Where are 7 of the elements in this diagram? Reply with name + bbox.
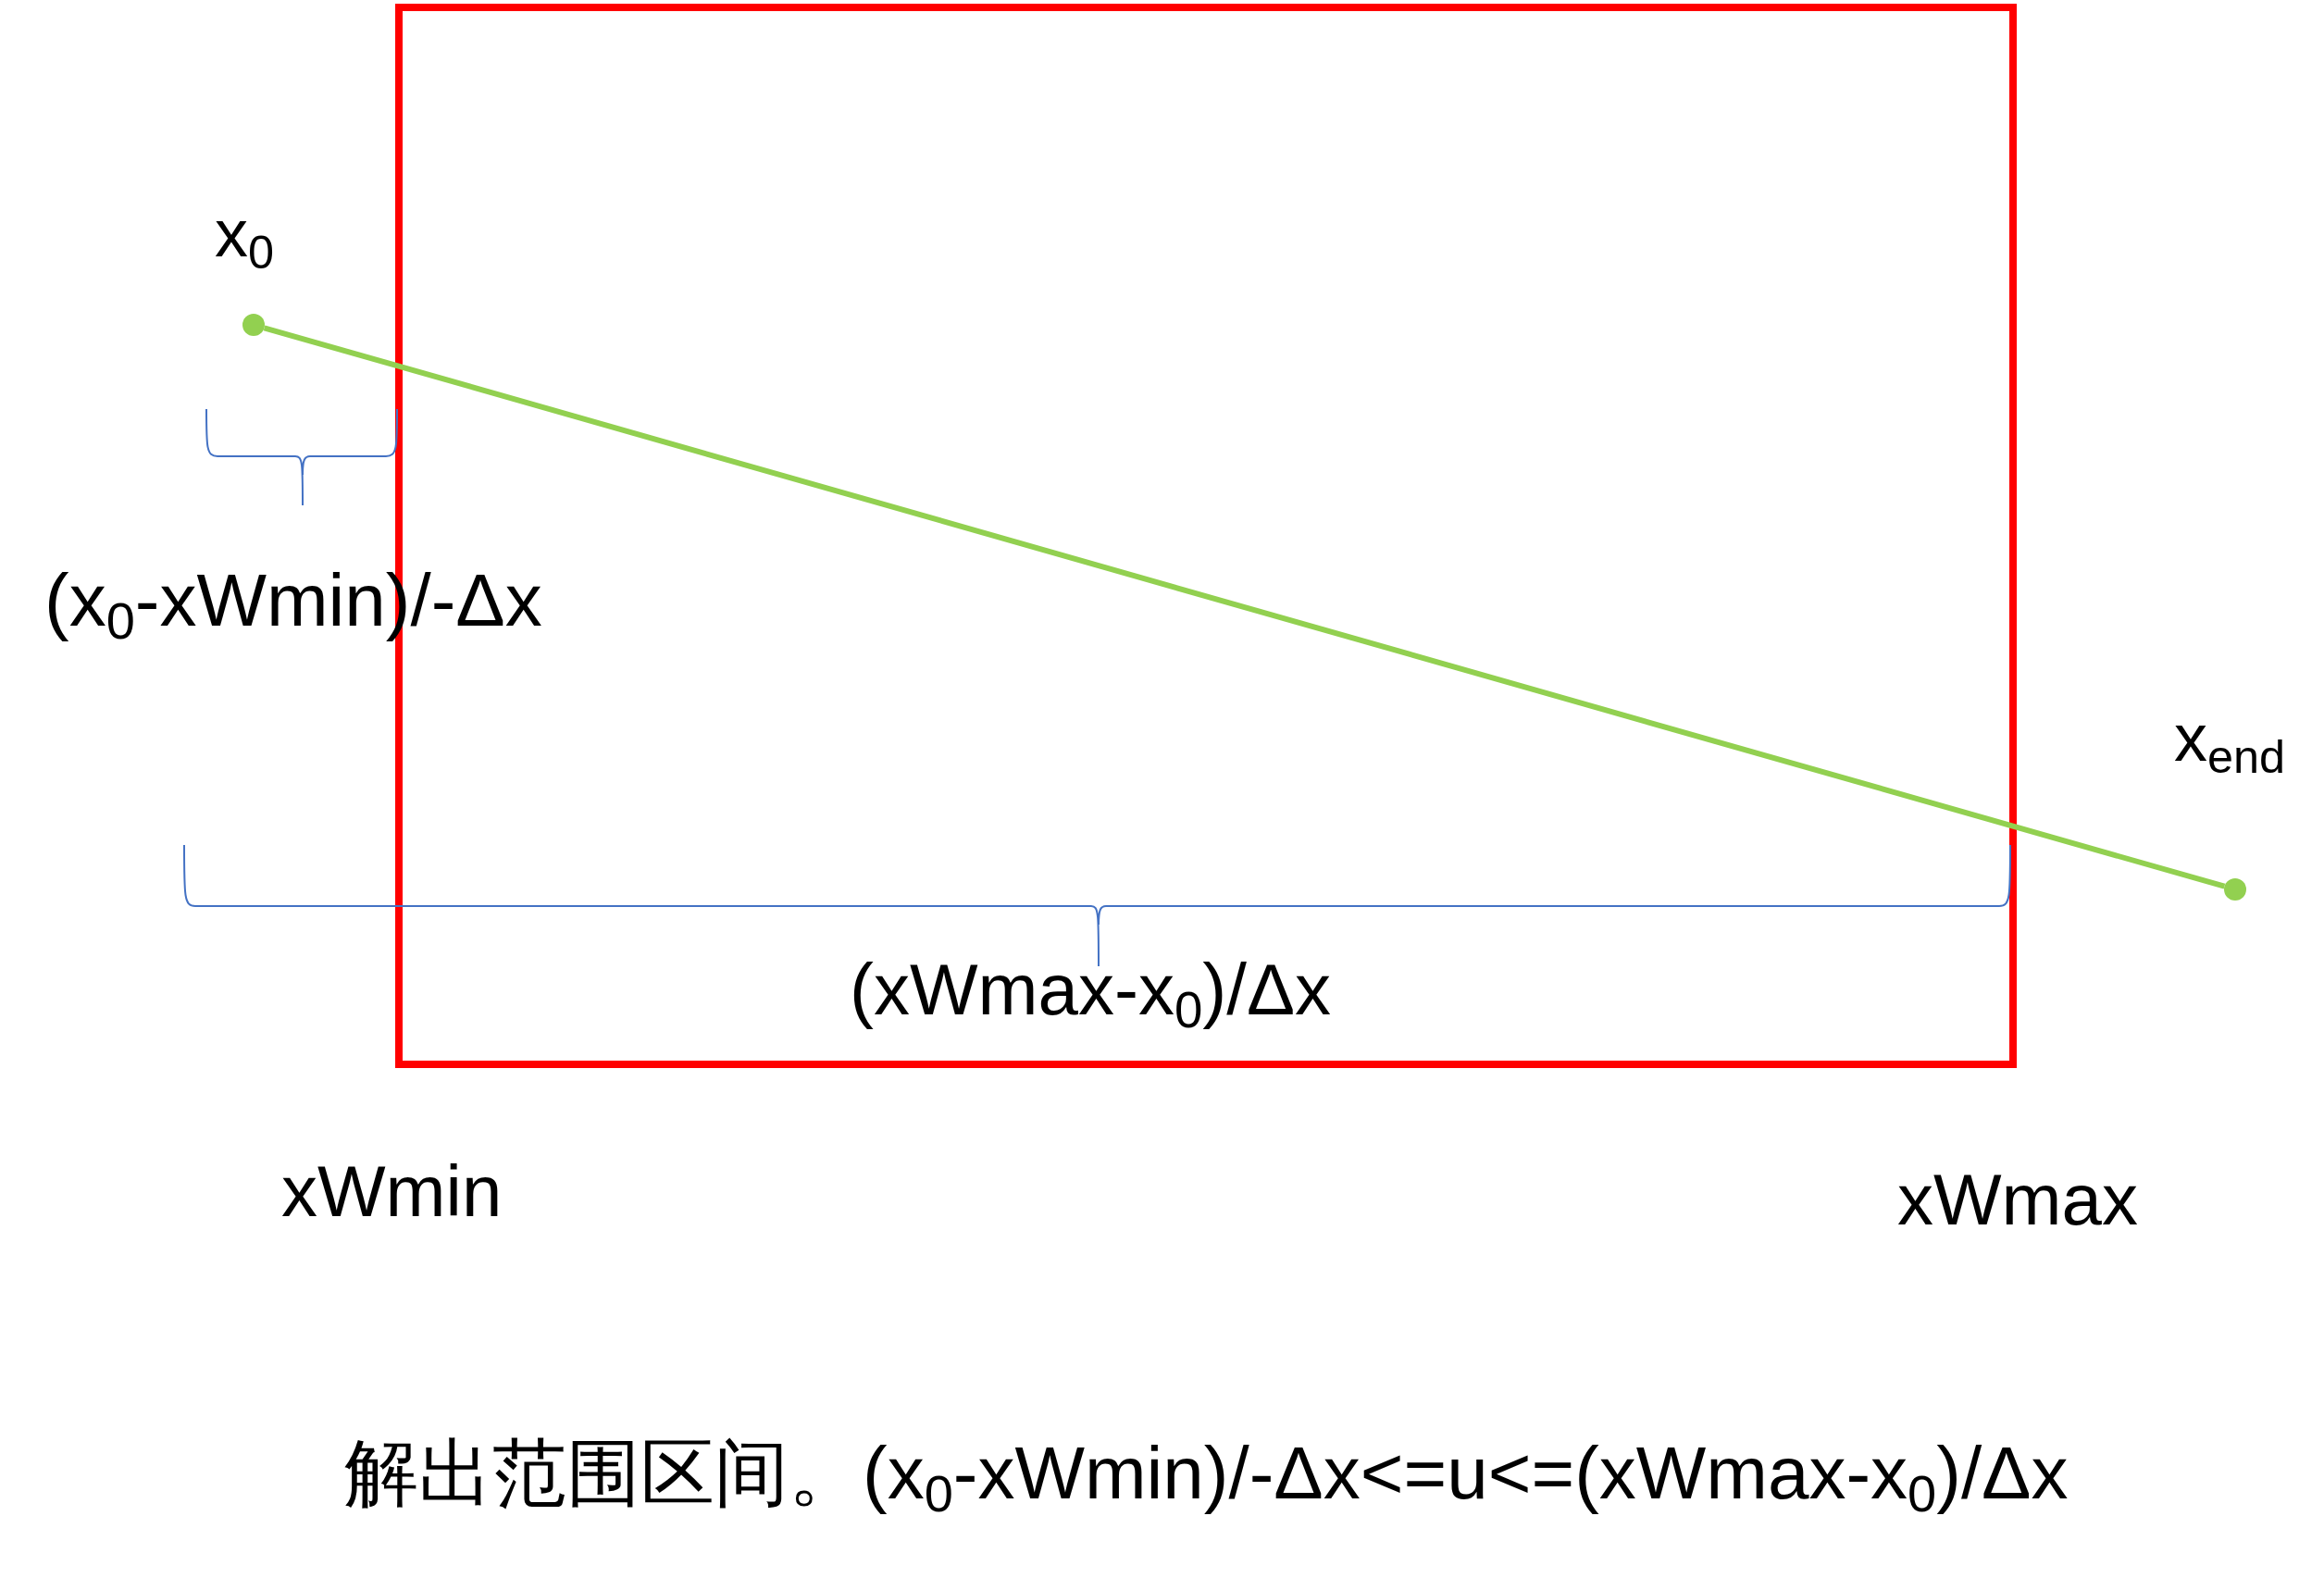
caption: 解出范围区间。(x$_{0}$-xWmin)/-Δx<=u<=(xWmax-x$_{0}$)/Δx (344, 1431, 2069, 1516)
endpoint-label: x$_{end}$ (2174, 700, 2286, 777)
axis-label: xWmax (1897, 1159, 2138, 1242)
endpoint-label: x$_{0}$ (215, 195, 275, 272)
axis-label: xWmin (281, 1150, 503, 1234)
line-segment (263, 325, 2226, 889)
formula-label: (xWmax-x$_{0}$)/Δx (850, 949, 1332, 1032)
